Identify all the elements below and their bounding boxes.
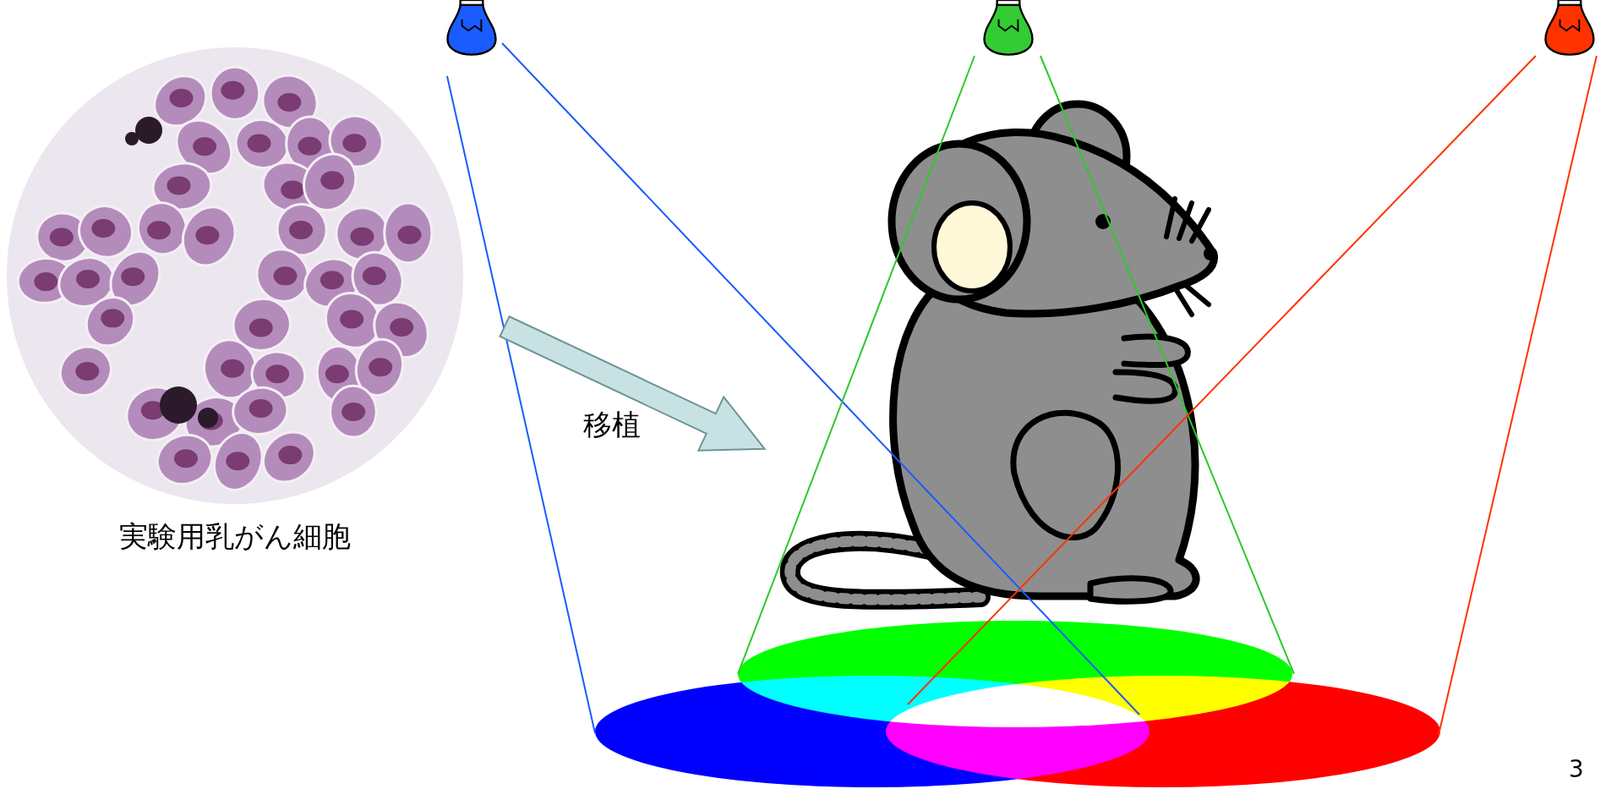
cell-image bbox=[5, 45, 465, 506]
transplant-arrow bbox=[491, 299, 777, 476]
mouse bbox=[790, 103, 1218, 601]
color-mixing bbox=[595, 620, 1441, 787]
light-lines bbox=[447, 43, 1597, 735]
page-number: 3 bbox=[1568, 754, 1584, 783]
arrow-label: 移植 bbox=[583, 405, 641, 445]
node-caption: 実験用乳がん細胞 bbox=[5, 517, 465, 557]
cell-photo: 実験用乳がん細胞 bbox=[5, 45, 465, 557]
